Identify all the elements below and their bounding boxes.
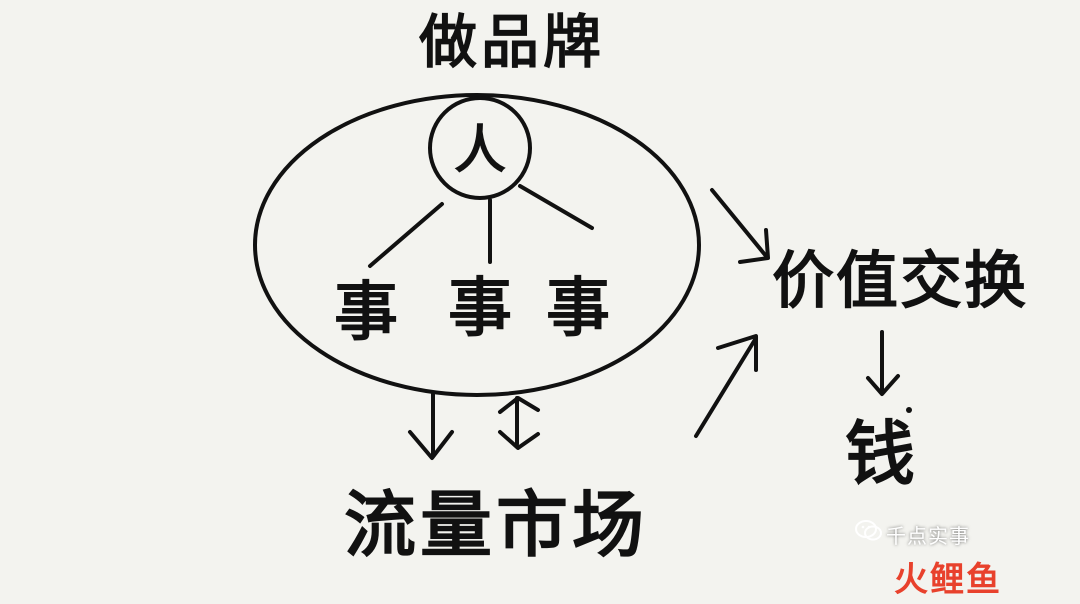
value-exchange-label: 价值交换 [772,244,1028,317]
brand-ellipse [253,93,701,397]
person-circle [428,96,532,200]
arrow-ellipse-to-value-exchange [710,188,770,264]
wechat-icon [855,520,882,541]
watermark: 千点实事 火鲤鱼 [854,506,1054,600]
branch-item-3: 事 [546,271,610,346]
branch-item-1: 事 [334,275,398,350]
branch-item-2: 事 [448,271,512,346]
branch-line-right [518,184,594,230]
brand-logo-text: 火鲤鱼 [894,560,1002,600]
arrow-to-money [866,330,900,396]
watermark-account-name: 千点实事 [886,524,970,548]
person-node-label: 人 [454,120,506,181]
arrow-traffic-to-value-exchange [694,334,758,438]
branch-line-left [368,202,444,268]
money-label: 钱 [845,412,915,495]
ink-dot [906,407,912,413]
two-way-arrow [498,396,540,450]
traffic-market-label: 流量市场 [344,482,648,567]
diagram-title: 做品牌 [418,8,605,76]
arrow-ellipse-to-traffic [408,392,454,460]
brand-logo: 火鲤鱼 [894,552,1002,601]
